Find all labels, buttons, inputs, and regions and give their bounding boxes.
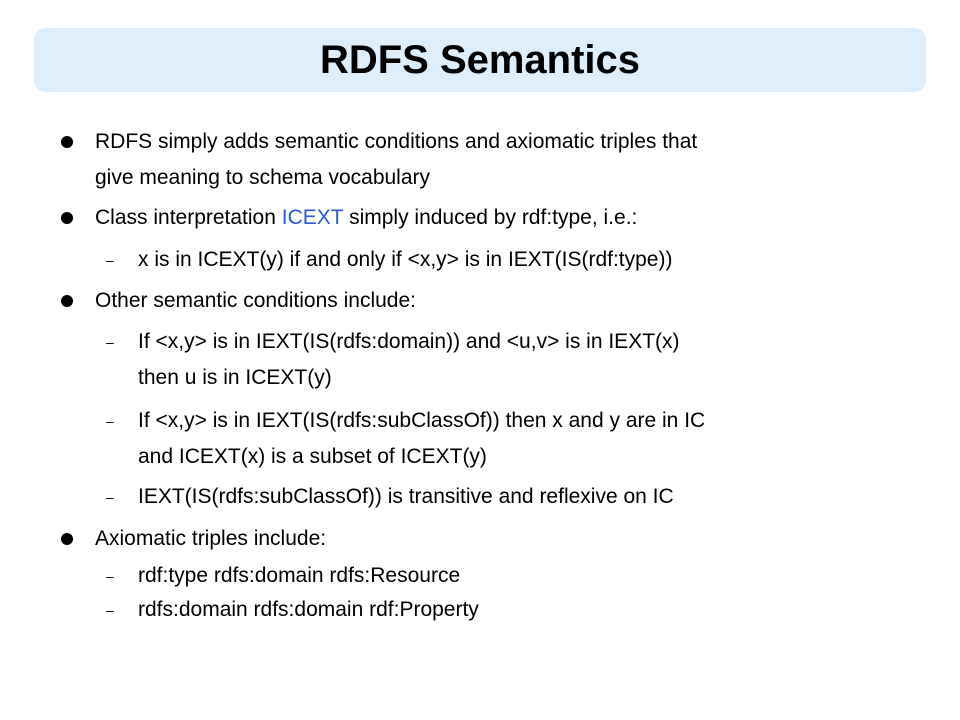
bullet-text: RDFS simply adds semantic conditions and…	[95, 124, 895, 196]
sub-bullet-dash: –	[106, 602, 114, 618]
sub-bullet-line: x is in ICEXT(y) if and only if <x,y> is…	[138, 248, 673, 271]
slide-title: RDFS Semantics	[319, 38, 641, 82]
bullet-text-pre: Class interpretation	[95, 206, 282, 229]
sub-bullet-dash: –	[106, 413, 114, 429]
sub-bullet-dash: –	[106, 568, 114, 584]
sub-bullet-text: If <x,y> is in IEXT(IS(rdfs:subClassOf))…	[138, 403, 898, 475]
sub-bullet-text: rdf:type rdfs:domain rdfs:Resource	[138, 558, 898, 594]
bullet-dot	[61, 212, 73, 224]
sub-bullet-line: rdfs:domain rdfs:domain rdf:Property	[138, 598, 479, 621]
bullet-dot	[61, 533, 73, 545]
bullet-line: Other semantic conditions include:	[95, 289, 416, 312]
bullet-line: give meaning to schema vocabulary	[95, 166, 431, 189]
sub-bullet-text: IEXT(IS(rdfs:subClassOf)) is transitive …	[138, 479, 898, 515]
bullet-text-post: simply induced by rdf:type, i.e.:	[343, 206, 638, 229]
sub-bullet-line: If <x,y> is in IEXT(IS(rdfs:subClassOf))…	[138, 409, 706, 432]
sub-bullet-text: rdfs:domain rdfs:domain rdf:Property	[138, 592, 898, 628]
bullet-text: Axiomatic triples include:	[95, 521, 895, 557]
bullet-text: Class interpretation ICEXT simply induce…	[95, 200, 895, 236]
sub-bullet-line: and ICEXT(x) is a subset of ICEXT(y)	[138, 445, 487, 468]
sub-bullet-line: If <x,y> is in IEXT(IS(rdfs:domain)) and…	[138, 330, 680, 353]
title-banner: RDFS Semantics	[34, 28, 926, 92]
sub-bullet-line: rdf:type rdfs:domain rdfs:Resource	[138, 564, 461, 587]
sub-bullet-dash: –	[106, 489, 114, 505]
sub-bullet-line: IEXT(IS(rdfs:subClassOf)) is transitive …	[138, 485, 674, 508]
bullet-line: Axiomatic triples include:	[95, 527, 327, 550]
bullet-line: RDFS simply adds semantic conditions and…	[95, 130, 698, 153]
sub-bullet-text: If <x,y> is in IEXT(IS(rdfs:domain)) and…	[138, 324, 898, 396]
sub-bullet-dash: –	[106, 252, 114, 268]
sub-bullet-line: then u is in ICEXT(y)	[138, 366, 332, 389]
sub-bullet-dash: –	[106, 334, 114, 350]
bullet-dot	[61, 136, 73, 148]
bullet-text: Other semantic conditions include:	[95, 283, 895, 319]
bullet-dot	[61, 295, 73, 307]
icext-highlight: ICEXT	[281, 206, 344, 229]
sub-bullet-text: x is in ICEXT(y) if and only if <x,y> is…	[138, 242, 898, 278]
